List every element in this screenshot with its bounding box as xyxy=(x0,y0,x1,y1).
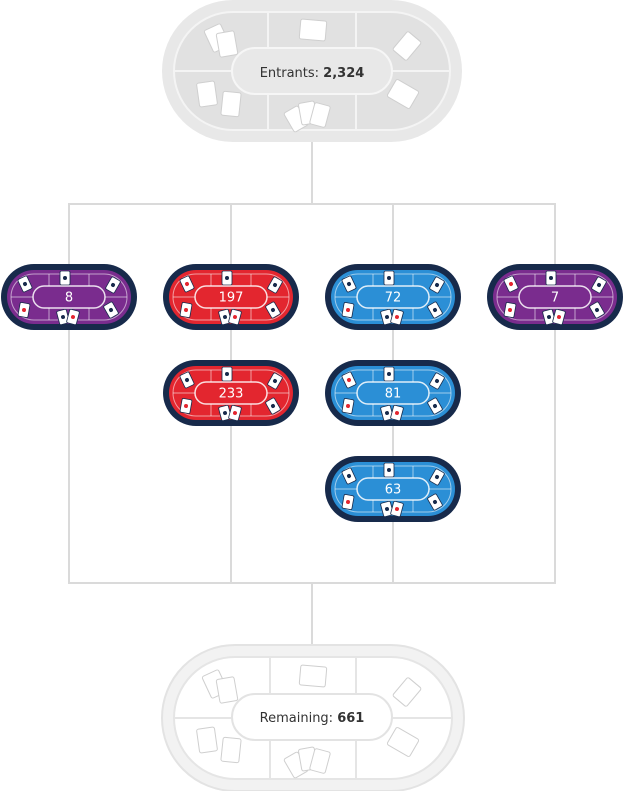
playing-card-icon xyxy=(542,308,556,326)
table-red-1: 197 xyxy=(163,264,299,330)
playing-card-icon xyxy=(390,500,404,518)
playing-card-icon xyxy=(380,500,394,518)
playing-card-icon xyxy=(429,468,445,486)
playing-card-icon xyxy=(341,371,357,389)
playing-card-icon xyxy=(66,308,80,326)
table-purple-1: 8 xyxy=(1,264,137,330)
playing-card-icon xyxy=(196,664,422,779)
playing-card-icon xyxy=(427,301,443,319)
small-tables: 8 197 72 7 233 81 63 xyxy=(1,264,623,522)
playing-card-icon xyxy=(105,276,121,294)
entrants-text: Entrants: 2,324 xyxy=(260,66,365,81)
remaining-label: Remaining: xyxy=(260,711,338,726)
remaining-text: Remaining: 661 xyxy=(260,711,365,726)
playing-card-icon xyxy=(591,276,607,294)
playing-card-icon xyxy=(59,270,71,286)
playing-card-icon xyxy=(390,404,404,422)
table-purple-2: 7 xyxy=(487,264,623,330)
connector-lines xyxy=(68,142,556,645)
playing-card-icon xyxy=(503,275,519,293)
table-value-purple-2: 7 xyxy=(551,291,559,306)
entrants-value: 2,324 xyxy=(323,66,364,81)
playing-card-icon xyxy=(218,404,232,422)
playing-card-icon xyxy=(179,275,195,293)
playing-card-icon xyxy=(380,404,394,422)
table-value-purple-1: 8 xyxy=(65,291,73,306)
playing-card-icon xyxy=(383,366,395,382)
table-value-blue-3: 63 xyxy=(385,483,402,498)
playing-card-icon xyxy=(429,276,445,294)
playing-card-icon xyxy=(429,372,445,390)
playing-card-icon xyxy=(341,302,355,318)
playing-card-icon xyxy=(17,302,31,318)
table-value-red-2: 233 xyxy=(219,387,244,402)
table-value-red-1: 197 xyxy=(219,291,244,306)
playing-card-icon xyxy=(228,404,242,422)
table-value-blue-1: 72 xyxy=(385,291,402,306)
playing-card-icon xyxy=(552,308,566,326)
playing-card-icon xyxy=(589,301,605,319)
table-blue-1: 72 xyxy=(325,264,461,330)
playing-card-icon xyxy=(383,270,395,286)
playing-card-icon xyxy=(341,467,357,485)
playing-card-icon xyxy=(267,276,283,294)
playing-card-icon xyxy=(179,398,193,414)
playing-card-icon xyxy=(390,308,404,326)
playing-card-icon xyxy=(267,372,283,390)
playing-card-icon xyxy=(545,270,557,286)
playing-card-icon xyxy=(341,275,357,293)
playing-card-icon xyxy=(503,302,517,318)
entrants-table: Entrants: 2,324 xyxy=(162,0,462,142)
playing-card-icon xyxy=(427,493,443,511)
playing-card-icon xyxy=(179,371,195,389)
remaining-value: 661 xyxy=(337,711,364,726)
playing-card-icon xyxy=(17,275,33,293)
playing-card-icon xyxy=(221,366,233,382)
playing-card-icon xyxy=(228,308,242,326)
entrants-label: Entrants: xyxy=(260,66,323,81)
playing-card-icon xyxy=(383,462,395,478)
table-blue-2: 81 xyxy=(325,360,461,426)
playing-card-icon xyxy=(265,301,281,319)
table-value-blue-2: 81 xyxy=(385,387,402,402)
playing-card-icon xyxy=(196,18,422,133)
playing-card-icon xyxy=(341,398,355,414)
table-blue-3: 63 xyxy=(325,456,461,522)
playing-card-icon xyxy=(221,270,233,286)
playing-card-icon xyxy=(179,302,193,318)
playing-card-icon xyxy=(427,397,443,415)
remaining-table: Remaining: 661 xyxy=(161,644,465,791)
table-red-2: 233 xyxy=(163,360,299,426)
playing-card-icon xyxy=(103,301,119,319)
playing-card-icon xyxy=(341,494,355,510)
playing-card-icon xyxy=(265,397,281,415)
